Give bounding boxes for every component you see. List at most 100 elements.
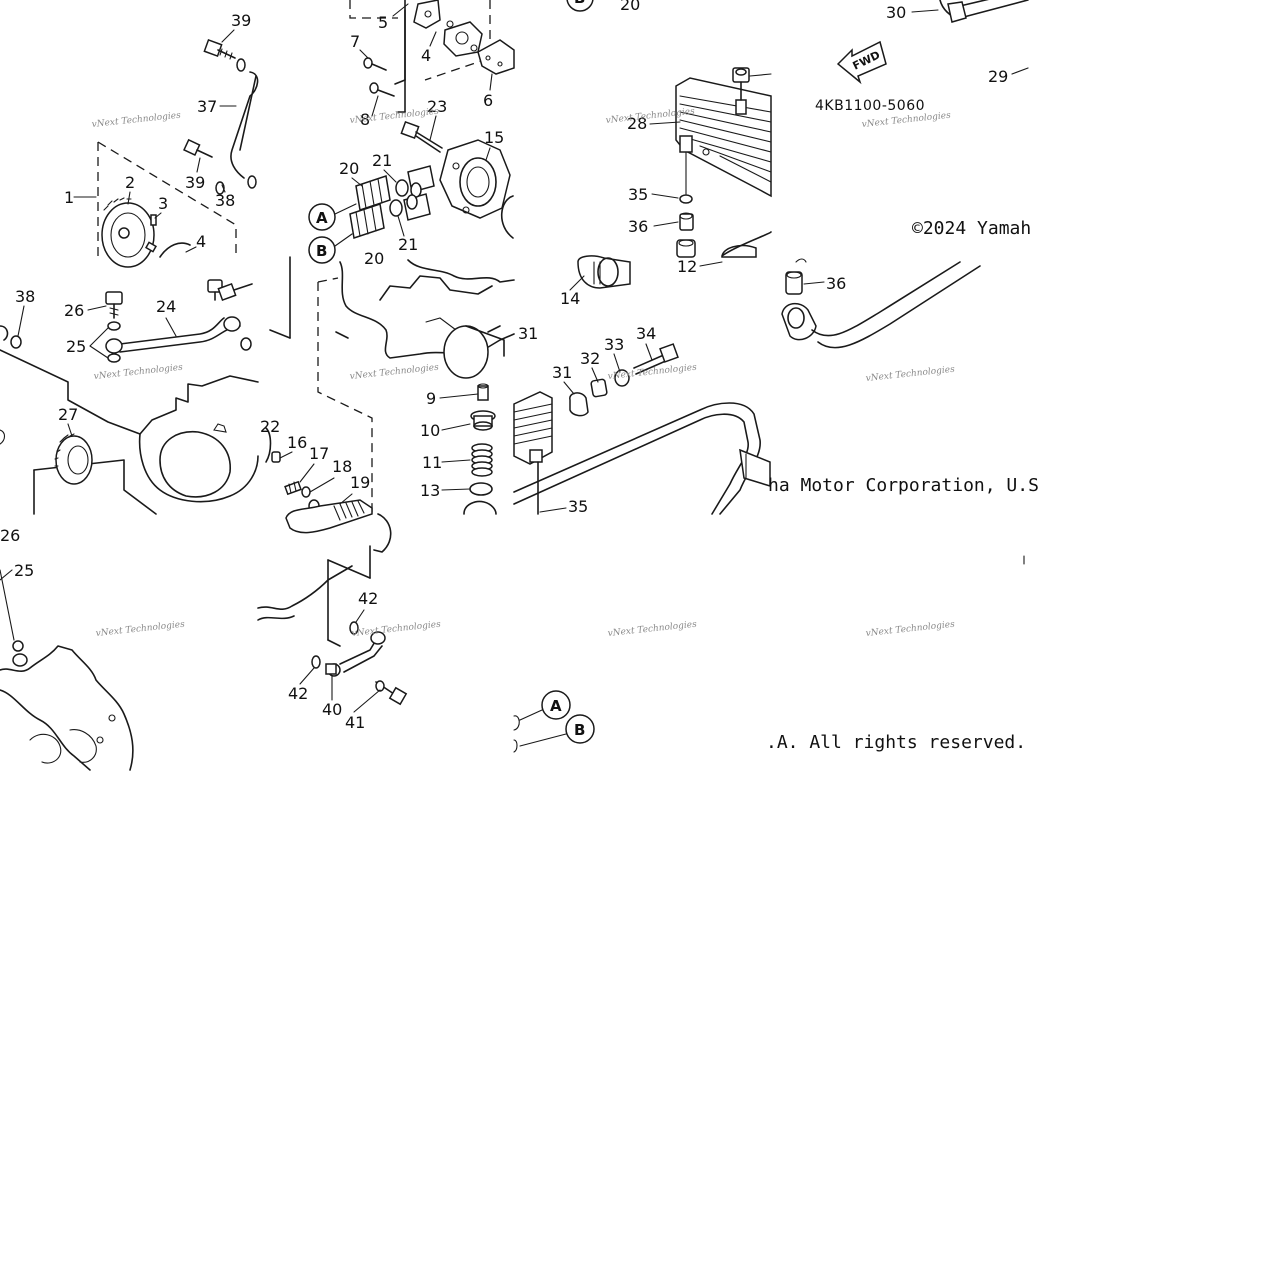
washer-icon [614, 369, 630, 387]
part-code: 4KB1100-5060 [815, 98, 925, 114]
callout-13: 13 [420, 481, 440, 500]
callout-37: 37 [197, 97, 217, 116]
callout-4: 4 [421, 46, 431, 65]
callout-20: 20 [364, 249, 384, 268]
reference-b-label: B [574, 0, 585, 7]
callout-38: 38 [215, 191, 235, 210]
spring-icon [471, 443, 493, 477]
dashed-assembly-box [97, 141, 237, 257]
callout-36: 36 [826, 274, 846, 293]
fwd-arrow-icon: FWD [836, 40, 887, 85]
crankcase-outline [0, 645, 134, 771]
banjo-icon [105, 338, 123, 354]
callout-7: 7 [350, 32, 360, 51]
union-nut-icon [732, 67, 772, 115]
drive-gear-icon [54, 433, 93, 485]
callout-15: 15 [484, 128, 504, 147]
copyright-line-3: .A. All rights reserved. [766, 732, 1026, 753]
collar-icon [785, 271, 803, 295]
oil-cooler-icon [513, 391, 553, 465]
collar-icon [679, 213, 694, 231]
callout-33: 33 [604, 335, 624, 354]
callout-26: 26 [0, 526, 20, 545]
tile-oil-pump: 39 37 1 2 3 39 38 4 vNext Technologies [64, 11, 259, 268]
callout-35: 35 [568, 497, 588, 516]
callout-29: 29 [988, 67, 1008, 86]
callout-5: 5 [378, 13, 388, 32]
callout-23: 23 [427, 97, 447, 116]
pin-icon [150, 214, 157, 226]
callout-6: 6 [483, 91, 493, 110]
tile-oil-cooler: B 20 [566, 0, 772, 276]
callout-25: 25 [66, 337, 86, 356]
callout-20: 20 [620, 0, 640, 14]
reference-a-label: A [550, 697, 562, 715]
cap-nut-icon [676, 239, 696, 258]
reference-b-circle [308, 236, 336, 264]
ball-icon [271, 451, 281, 463]
callout-31: 31 [552, 363, 572, 382]
callout-39: 39 [231, 11, 251, 30]
bolt-icon [633, 343, 679, 375]
reference-b-label: B [574, 721, 585, 739]
copyright-line-1: ©2024 Yamah [912, 218, 1031, 239]
pump-cover-icon [413, 0, 483, 57]
callout-14: 14 [560, 289, 580, 308]
callout-26: 26 [64, 301, 84, 320]
bolt-icon [207, 279, 253, 301]
callout-30: 30 [886, 3, 906, 22]
callout-9: 9 [426, 389, 436, 408]
o-ring-icon [679, 194, 693, 204]
reference-a-circle [541, 690, 571, 720]
callout-16: 16 [287, 433, 307, 452]
callout-2: 2 [125, 173, 135, 192]
callout-25: 25 [14, 561, 34, 580]
oil-filter-icon [721, 244, 757, 258]
oil-cooler-icon [675, 77, 772, 198]
tile-hose-copyright: 36 ha Motor Corporation, U.S vNext Techn… [768, 258, 1039, 496]
collar-icon [590, 378, 608, 398]
oil-pipe [230, 71, 259, 179]
grommet-icon [569, 392, 589, 417]
reference-b-circle [565, 714, 595, 744]
callout-1: 1 [64, 188, 74, 207]
callout-42: 42 [358, 589, 378, 608]
callout-35: 35 [628, 185, 648, 204]
callout-21: 21 [372, 151, 392, 170]
callout-36: 36 [628, 217, 648, 236]
relief-plug-icon [477, 383, 489, 401]
hose-elbow-icon [781, 302, 817, 341]
spring-icon [284, 480, 302, 496]
bolt-icon [203, 39, 236, 60]
bolt-icon [375, 680, 408, 706]
callout-11: 11 [422, 453, 442, 472]
callout-17: 17 [309, 444, 329, 463]
callout-34: 34 [636, 324, 656, 343]
bolt-icon [105, 291, 123, 319]
callout-32: 32 [580, 349, 600, 368]
crankcase-outline [0, 349, 259, 435]
washer-icon [311, 655, 321, 669]
callout-21: 21 [398, 235, 418, 254]
banjo-pipe-icon [325, 631, 386, 677]
callout-40: 40 [322, 700, 342, 719]
reference-a-circle [308, 203, 336, 231]
callout-18: 18 [332, 457, 352, 476]
callout-38: 38 [15, 287, 35, 306]
long-bolt-icon [400, 121, 443, 153]
washer-icon [349, 621, 359, 635]
copyright-line-2: ha Motor Corporation, U.S [768, 475, 1039, 496]
callout-39: 39 [185, 173, 205, 192]
callout-22: 22 [260, 417, 280, 436]
callout-10: 10 [420, 421, 440, 440]
callout-12: 12 [677, 257, 697, 276]
hose-fitting-icon [349, 175, 391, 239]
reference-b-label: B [316, 242, 327, 260]
strainer-cap-icon [443, 325, 505, 379]
reference-a-label: A [316, 209, 328, 227]
callout-3: 3 [158, 194, 168, 213]
diagram-canvas [0, 0, 1028, 770]
callout-41: 41 [345, 713, 365, 732]
plug-icon [470, 410, 496, 431]
